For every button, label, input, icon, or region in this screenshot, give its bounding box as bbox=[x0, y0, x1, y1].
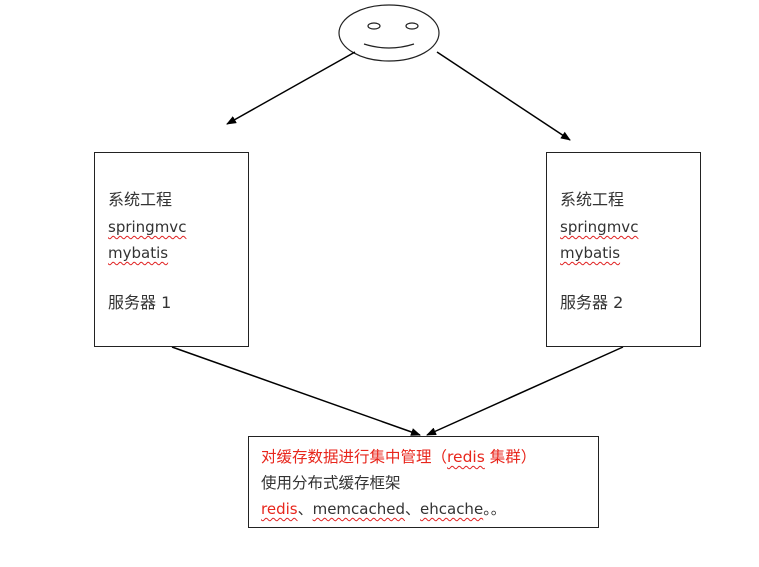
server1-tech1: springmvc bbox=[108, 218, 187, 236]
cache-line3-end: 。。 bbox=[483, 500, 506, 518]
cache-line2: 使用分布式缓存框架 bbox=[261, 474, 401, 492]
arrow-user-to-server1 bbox=[226, 51, 356, 125]
arrow-server1-to-cache bbox=[171, 346, 421, 436]
cache-line1-suffix: 集群） bbox=[484, 448, 537, 466]
arrow-server2-to-cache bbox=[426, 346, 624, 436]
cache-line1-redis: redis bbox=[447, 448, 485, 466]
cache-line3-sep1: 、 bbox=[297, 500, 313, 518]
cache-line3-memcached: memcached bbox=[312, 500, 405, 518]
arrow-user-to-server2 bbox=[436, 51, 571, 141]
server2-tech2: mybatis bbox=[560, 244, 621, 262]
user-smiley-icon bbox=[338, 4, 440, 62]
server1-title: 系统工程 bbox=[108, 190, 173, 209]
server2-tech1: springmvc bbox=[560, 218, 639, 236]
cache-box: 对缓存数据进行集中管理（redis 集群） 使用分布式缓存框架 redis、me… bbox=[248, 436, 599, 528]
server1-box: 系统工程 springmvc mybatis 服务器 1 bbox=[94, 152, 249, 347]
cache-line3-ehcache: ehcache bbox=[420, 500, 484, 518]
cache-line3: redis、memcached、ehcache。。 bbox=[261, 499, 506, 519]
server2-box: 系统工程 springmvc mybatis 服务器 2 bbox=[546, 152, 701, 347]
server2-name: 服务器 2 bbox=[560, 293, 624, 312]
cache-line3-sep2: 、 bbox=[405, 500, 421, 518]
cache-line1-prefix: 对缓存数据进行集中管理（ bbox=[261, 448, 448, 466]
server1-name: 服务器 1 bbox=[108, 293, 172, 312]
cache-line3-redis: redis bbox=[261, 500, 298, 518]
cache-line1: 对缓存数据进行集中管理（redis 集群） bbox=[261, 447, 536, 467]
server1-tech2: mybatis bbox=[108, 244, 169, 262]
server2-title: 系统工程 bbox=[560, 190, 625, 209]
